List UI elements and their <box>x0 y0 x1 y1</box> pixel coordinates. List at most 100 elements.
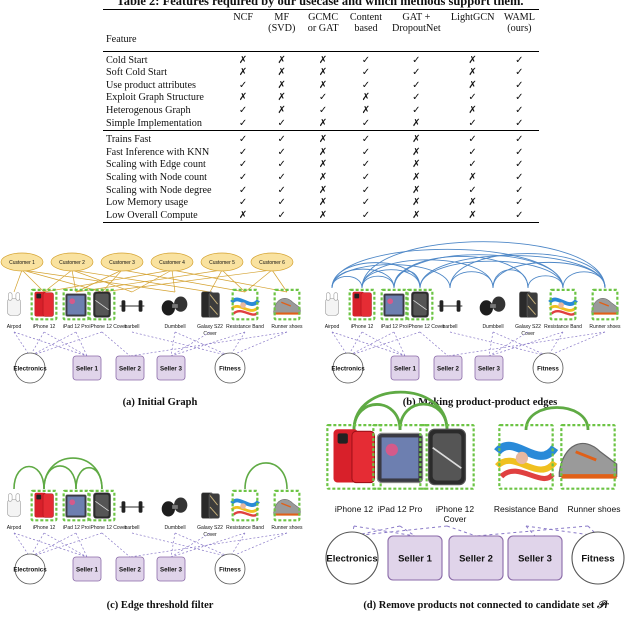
case-inner-shape <box>95 293 109 316</box>
dashed-edge <box>393 331 406 357</box>
cross-mark: ✗ <box>318 134 328 146</box>
seller-node <box>115 355 145 381</box>
candidate-box <box>498 424 554 490</box>
product-image-airpod <box>325 292 339 316</box>
candidate-box <box>419 424 475 490</box>
check-mark: ✓ <box>361 197 371 209</box>
customer-product-edge <box>43 269 73 293</box>
seller-node <box>156 355 186 381</box>
customer-product-edge <box>43 269 173 293</box>
seller-node <box>433 355 463 381</box>
case-shape <box>208 493 220 519</box>
cross-mark: ✗ <box>318 54 328 66</box>
dashed-edge <box>361 331 406 357</box>
seller-label: Seller 1 <box>76 366 99 373</box>
table-row: Scaling with Node count✓✓✗✓✗✗✓ <box>103 172 539 185</box>
check-mark: ✓ <box>468 184 477 196</box>
fitness-node <box>214 352 246 384</box>
band-shape <box>232 310 259 316</box>
col-header: WAML(ours) <box>503 12 535 34</box>
dashed-edge <box>29 532 45 558</box>
customer-product-edge <box>101 269 123 293</box>
check-mark: ✓ <box>515 209 524 221</box>
check-mark: ✓ <box>412 92 421 104</box>
case-inner-shape <box>413 293 427 316</box>
seller-label: Seller 1 <box>394 366 417 373</box>
customer-node <box>200 252 244 272</box>
product-image-runner-shoes <box>273 298 301 315</box>
cross-mark: ✗ <box>318 209 328 221</box>
fitness-node <box>571 531 625 585</box>
dashed-edge <box>131 532 231 558</box>
fitness-node <box>532 352 564 384</box>
check-mark: ✓ <box>515 146 524 158</box>
product-label: Dumbbell <box>482 324 503 330</box>
dashed-edge <box>229 532 288 558</box>
weight-shape <box>121 501 126 513</box>
table-row: Low Overall Compute✗✓✗✓✗✗✓ <box>103 210 539 223</box>
cross-mark: ✗ <box>277 92 287 104</box>
candidate-box <box>88 288 116 321</box>
case-shape <box>208 292 220 318</box>
product-label: Runner shoes <box>271 324 303 330</box>
filtered-edge <box>13 465 45 490</box>
weight-shape <box>138 300 143 312</box>
band-shape <box>550 310 577 316</box>
dashed-edge <box>447 331 606 357</box>
check-mark: ✓ <box>515 79 524 91</box>
band-shape <box>494 441 559 460</box>
seller-label: Seller 3 <box>518 554 552 565</box>
seller-node <box>448 535 504 581</box>
product-image-dumbbell <box>479 296 506 316</box>
customer-product-edge <box>131 269 173 293</box>
check-mark: ✓ <box>468 134 477 146</box>
cross-mark: ✗ <box>412 171 421 183</box>
candidate-box <box>560 424 616 490</box>
feature-label: Scaling with Edge count <box>106 159 206 171</box>
dashed-edge <box>43 532 88 558</box>
check-mark: ✓ <box>412 79 421 91</box>
airpod-bud-shape <box>8 493 13 502</box>
check-mark: ✓ <box>468 146 477 158</box>
product-image-resistance-band <box>494 441 559 482</box>
product-label: iPhone 12 <box>436 504 475 514</box>
candidate-box <box>231 489 259 522</box>
product-label: Cover <box>521 331 535 337</box>
dashed-edge <box>13 532 88 558</box>
seller-label: Seller 2 <box>119 366 142 373</box>
dashed-edge <box>229 331 246 357</box>
check-mark: ✓ <box>277 159 287 171</box>
airpod-case-shape <box>325 298 339 316</box>
airpod-bud-shape <box>15 292 20 301</box>
dashed-edge <box>449 331 549 357</box>
product-label: Resistance Band <box>226 324 264 330</box>
product-image-runner-shoes <box>273 499 301 516</box>
dashed-edge <box>351 525 401 537</box>
cross-mark: ✗ <box>277 67 287 79</box>
cross-mark: ✗ <box>238 92 248 104</box>
check-mark: ✓ <box>361 146 371 158</box>
dashed-edge <box>170 532 176 558</box>
cross-mark: ✗ <box>361 104 371 116</box>
product-product-edge <box>361 241 606 289</box>
product-label: Airpod <box>7 525 22 531</box>
shoe-accent-shape <box>281 502 292 508</box>
band-shape <box>495 457 558 473</box>
dashed-edge <box>13 331 31 357</box>
cross-mark: ✗ <box>238 54 248 66</box>
check-mark: ✓ <box>515 104 524 116</box>
product-product-edge <box>393 256 529 289</box>
person-shape <box>515 451 529 465</box>
cross-mark: ✗ <box>468 197 477 209</box>
product-label: Runner shoes <box>589 324 621 330</box>
product-label: Cover <box>444 514 467 524</box>
fitness-label: Fitness <box>219 366 241 373</box>
check-mark: ✓ <box>515 92 524 104</box>
product-image-ipad-12-pro <box>376 432 424 484</box>
product-label: Galaxy S22 <box>197 525 223 531</box>
phone-front-shape <box>42 292 54 317</box>
